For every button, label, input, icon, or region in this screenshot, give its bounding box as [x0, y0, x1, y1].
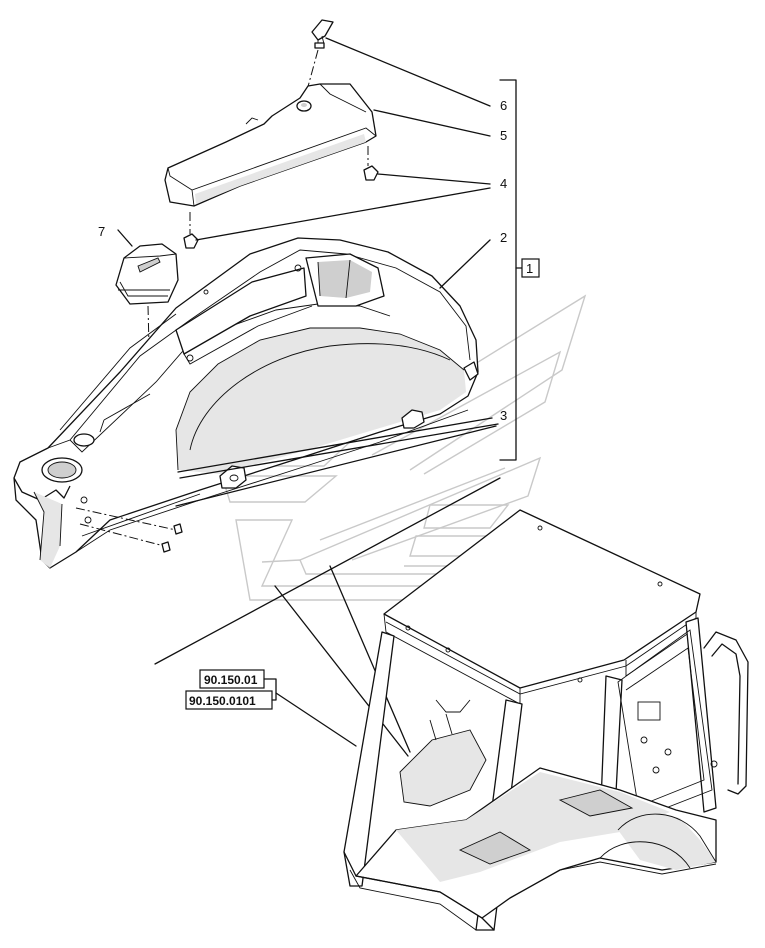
reference-90-150-0101: 90.150.0101 — [189, 694, 256, 708]
assembly-leaders — [154, 477, 501, 757]
callout-labels: 6 5 4 2 3 7 1 — [98, 98, 540, 423]
callout-4: 4 — [500, 176, 507, 191]
part-5-cover — [164, 83, 377, 207]
callout-6: 6 — [500, 98, 507, 113]
callout-leaders — [117, 37, 523, 507]
callout-7: 7 — [98, 224, 105, 239]
part-6-clip — [305, 19, 334, 95]
callout-3: 3 — [500, 408, 507, 423]
part-4-clips — [183, 146, 379, 249]
reference-90-150-01: 90.150.01 — [204, 673, 258, 687]
callout-5: 5 — [500, 128, 507, 143]
cab-frame — [343, 509, 749, 931]
callout-2: 2 — [500, 230, 507, 245]
callout-1: 1 — [526, 261, 533, 276]
reference-boxes: 90.150.01 90.150.0101 — [185, 669, 277, 710]
part-2-console — [13, 237, 479, 569]
part-3-fasteners — [75, 507, 183, 553]
